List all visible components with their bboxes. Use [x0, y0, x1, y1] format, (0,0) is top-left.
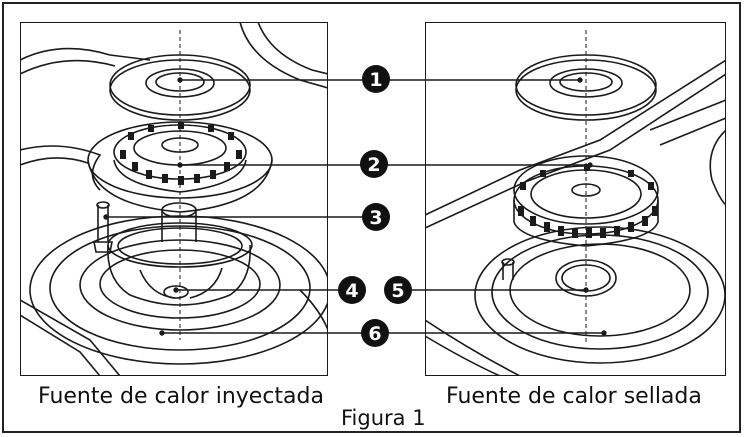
svg-text:6: 6	[368, 323, 381, 345]
svg-text:4: 4	[345, 280, 358, 302]
right-crown-teeth	[518, 164, 658, 238]
svg-text:2: 2	[367, 154, 380, 176]
left-panel-injected-burner	[20, 22, 328, 376]
callout-5: 5	[384, 276, 412, 304]
callout-2: 2	[360, 150, 388, 178]
callout-leaders	[103, 77, 607, 336]
callout-3: 3	[362, 203, 390, 231]
callout-6: 6	[361, 319, 389, 347]
svg-text:5: 5	[391, 280, 404, 302]
figure-caption: Figura 1	[341, 406, 426, 430]
callout-1: 1	[362, 65, 390, 93]
callout-4: 4	[338, 276, 366, 304]
svg-text:3: 3	[369, 207, 382, 229]
caption-injected-burner: Fuente de calor inyectada	[38, 384, 324, 409]
right-panel-sealed-burner	[425, 22, 726, 376]
caption-sealed-burner: Fuente de calor sellada	[446, 384, 702, 409]
svg-text:1: 1	[369, 69, 382, 91]
left-crown-teeth	[120, 122, 242, 185]
